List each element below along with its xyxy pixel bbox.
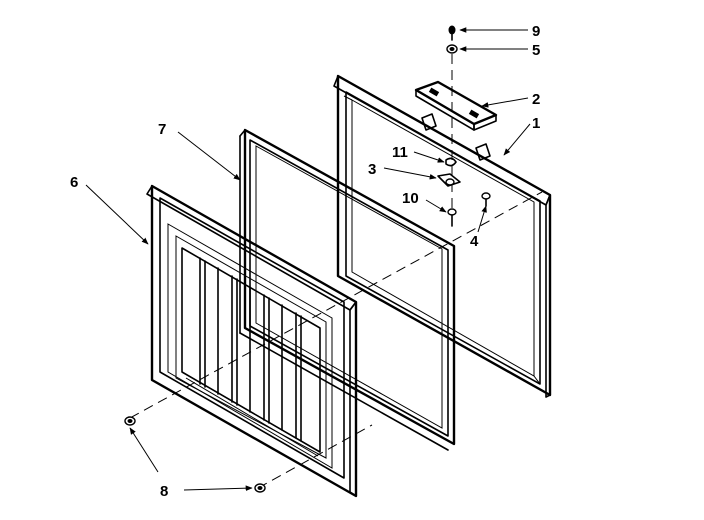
callout-11: 11 [392, 144, 408, 161]
door-liner [146, 184, 358, 498]
hinge-bracket [414, 80, 498, 161]
door-gasket-frame [239, 128, 456, 451]
callout-6: 6 [70, 174, 78, 191]
callout-1: 1 [532, 115, 540, 132]
screw-9 [448, 25, 456, 41]
door-back-panel [333, 74, 552, 398]
screw-8-lower [254, 483, 266, 493]
screw-10 [447, 208, 457, 227]
callout-labels: 9 5 2 1 11 3 10 4 7 6 8 [70, 23, 540, 500]
callout-2: 2 [532, 91, 540, 108]
callout-9: 9 [532, 23, 540, 40]
callout-10: 10 [402, 190, 419, 207]
callout-7: 7 [158, 121, 166, 138]
assembly-centerlines [129, 54, 543, 489]
callout-8: 8 [160, 483, 168, 500]
leader-lines [85, 27, 531, 491]
screw-4 [481, 192, 491, 207]
callout-5: 5 [532, 42, 540, 59]
pin-11 [445, 157, 457, 167]
screw-8-upper [124, 416, 136, 426]
washer-5 [446, 44, 458, 54]
bushing-3 [437, 173, 461, 187]
liner-ribs [199, 257, 302, 442]
callout-4: 4 [470, 233, 479, 250]
callout-3: 3 [368, 161, 376, 178]
